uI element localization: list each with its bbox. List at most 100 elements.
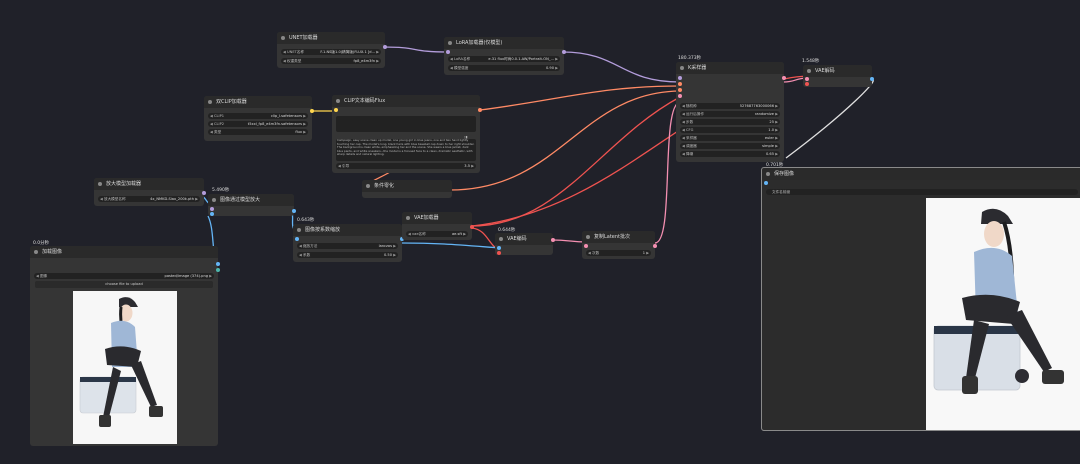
positive-input-port[interactable] [678,82,682,86]
model-input-port[interactable] [446,50,450,54]
latent-input-port[interactable] [678,94,682,98]
upload-button[interactable]: choose file to upload [35,281,213,288]
vae-output-port[interactable] [470,225,474,229]
node-title: 复制Latent批次 [594,234,631,240]
clip-output-port[interactable] [310,109,314,113]
negative-input-port[interactable] [678,88,682,92]
upscale-with-model-node[interactable]: 图像通过模型放大 [208,194,296,216]
vae-encode-node[interactable]: VAE编码 [495,233,555,255]
clip-input-port[interactable] [334,108,338,112]
node-collapse-dot[interactable] [98,182,102,186]
samples-input-port[interactable] [805,77,809,81]
node-collapse-dot[interactable] [586,235,590,239]
vae-input-port[interactable] [497,251,501,255]
image-input-port[interactable] [295,237,299,241]
node-title: UNET加载器 [289,35,318,41]
clip-text-encode-flux-node[interactable]: CLIP文本编码Flux ▯▮ Campaign, easy scene cle… [332,95,482,173]
link-cond-ksampler [449,90,681,191]
upscale-model-input-port[interactable] [210,207,214,211]
node-collapse-dot[interactable] [766,172,770,176]
node-collapse-dot[interactable] [297,228,301,232]
node-title: 保存图像 [774,171,795,177]
latent-output-port[interactable] [653,244,657,248]
filename-prefix-widget[interactable]: 文件名前缀 [766,189,1078,195]
output-image-preview [926,198,1080,430]
link-imgscale-vaeenc [401,242,501,249]
mask-output-port[interactable] [216,268,220,272]
link-latent-ksampler [654,101,681,244]
link-lora-ksampler [561,51,681,83]
upscale-model-output-port[interactable] [202,191,206,195]
pixels-input-port[interactable] [497,246,501,250]
node-collapse-dot[interactable] [406,216,410,220]
model-input-port[interactable] [678,76,682,80]
node-collapse-dot[interactable] [448,41,452,45]
latent-output-port[interactable] [782,76,786,80]
save-image-node[interactable]: 保存图像 文件名前缀 [761,167,1080,431]
clip-l-text-area[interactable] [336,116,476,132]
node-collapse-dot[interactable] [680,66,684,70]
t5xxl-text-area[interactable]: Campaign, easy scene clean up model, one… [336,139,476,161]
text-area-controls[interactable]: ▯▮ [464,135,468,139]
conditioning-zero-out-node[interactable]: 条件零化 [362,180,452,198]
execution-time: 1.548秒 [802,59,820,64]
node-collapse-dot[interactable] [366,184,370,188]
images-input-port[interactable] [764,181,768,185]
model-output-port[interactable] [383,45,387,49]
vae-decode-node[interactable]: VAE解码 [803,65,874,87]
latent-output-port[interactable] [551,238,555,242]
node-title: 加载图像 [42,249,63,255]
input-image-preview [73,291,177,444]
execution-time: 0.0分秒 [33,241,50,246]
image-output-port[interactable] [216,262,220,266]
node-collapse-dot[interactable] [281,36,285,40]
image-output-port[interactable] [870,77,874,81]
node-collapse-dot[interactable] [208,100,212,104]
model-output-port[interactable] [562,50,566,54]
execution-time: 5.490秒 [212,188,230,193]
conditioning-output-port[interactable] [478,108,482,112]
samples-input-port[interactable] [584,244,588,248]
node-collapse-dot[interactable] [336,99,340,103]
image-output-port[interactable] [292,209,296,213]
image-input-port[interactable] [210,212,214,216]
node-collapse-dot[interactable] [34,250,38,254]
node-title: VAE解码 [815,68,835,74]
vae-input-port[interactable] [805,82,809,86]
node-collapse-dot[interactable] [807,69,811,73]
node-collapse-dot[interactable] [499,237,503,241]
node-title: K采样器 [688,65,707,71]
node-collapse-dot[interactable] [212,198,216,202]
